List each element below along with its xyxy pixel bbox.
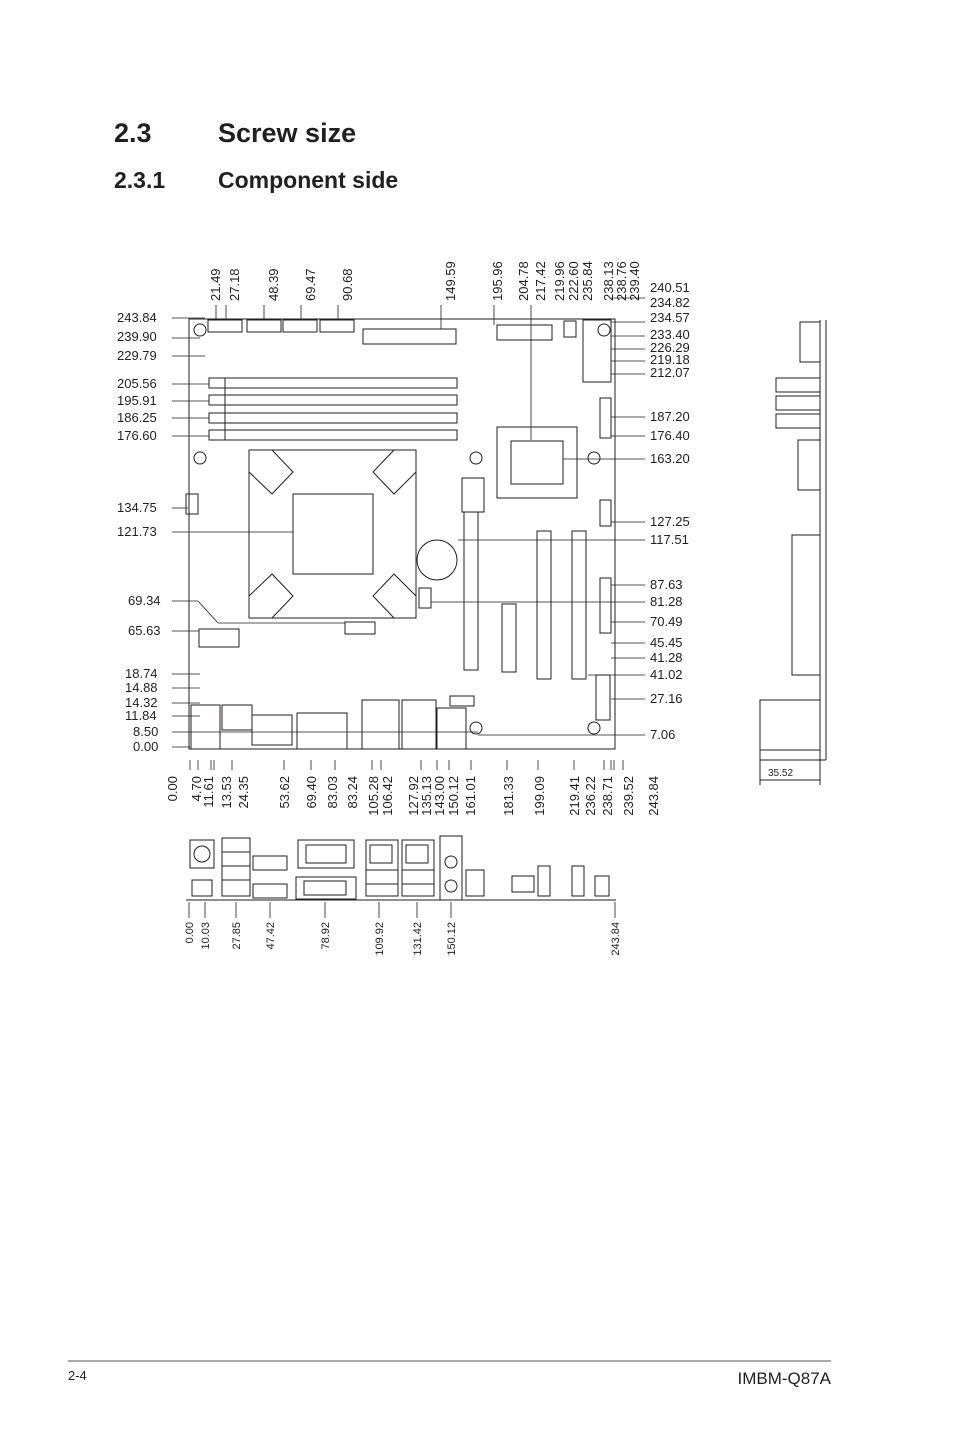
dim-label-left: 11.84 — [125, 708, 157, 723]
dim-label-right: 70.49 — [650, 614, 683, 629]
dim-label-bottom: 243.84 — [646, 776, 661, 816]
dim-label-right: 240.51 — [650, 280, 690, 295]
dim-label-right: 219.18 — [650, 352, 690, 367]
io-dim-label: 78.92 — [320, 922, 332, 950]
dim-label-left: 186.25 — [117, 410, 157, 425]
dim-label-top: 219.96 — [552, 261, 567, 301]
dim-label-left: 14.32 — [125, 695, 158, 710]
dim-label-left: 243.84 — [117, 310, 157, 325]
model-name: IMBM-Q87A — [737, 1369, 831, 1388]
dim-label-left: 8.50 — [133, 724, 158, 739]
dim-label-right: 87.63 — [650, 577, 683, 592]
dim-label-right: 127.25 — [650, 514, 690, 529]
dim-label-top: 69.47 — [303, 268, 318, 301]
dim-label-bottom: 238.71 — [600, 776, 615, 816]
dim-label-right: 81.28 — [650, 594, 683, 609]
dim-label-bottom: 181.33 — [501, 776, 516, 816]
dim-label-bottom: 105.28 — [366, 776, 381, 816]
dim-label-left: 229.79 — [117, 348, 157, 363]
dim-label-top: 235.84 — [580, 261, 595, 301]
subsection-heading: 2.3.1 Component side — [114, 167, 398, 194]
dim-label-top: 90.68 — [340, 268, 355, 301]
dim-label-right: 117.51 — [650, 532, 689, 547]
io-dim-label: 10.03 — [200, 922, 212, 950]
dim-label-left: 239.90 — [117, 329, 157, 344]
dim-label-right: 41.02 — [650, 667, 683, 682]
dim-label-right: 234.57 — [650, 310, 690, 325]
dim-label-right: 163.20 — [650, 451, 690, 466]
dim-label-bottom: 127.92 — [406, 776, 421, 816]
dim-label-top: 204.78 — [516, 261, 531, 301]
dim-label-right: 187.20 — [650, 409, 690, 424]
dim-label-top: 21.49 — [208, 268, 223, 301]
dim-label-right: 233.40 — [650, 327, 690, 342]
dim-label-bottom: 83.03 — [325, 776, 340, 809]
dim-label-bottom: 161.01 — [463, 776, 478, 816]
dim-label-bottom: 236.22 — [583, 776, 598, 816]
dim-label-top: 222.60 — [566, 261, 581, 301]
dim-label-right: 226.29 — [650, 340, 690, 355]
dim-label-bottom: 83.24 — [345, 776, 360, 809]
dim-label-left: 65.63 — [128, 623, 161, 638]
io-dim-label: 47.42 — [265, 922, 277, 950]
dim-label-bottom: 135.13 — [419, 776, 434, 816]
dim-label-left: 14.88 — [125, 680, 158, 695]
dim-label-right: 234.82 — [650, 295, 690, 310]
dim-label-left: 69.34 — [128, 593, 161, 608]
subsection-number: 2.3.1 — [114, 167, 166, 193]
dim-label-bottom: 219.41 — [567, 776, 582, 816]
io-dim-label: 243.84 — [610, 922, 622, 956]
section-title: Screw size — [218, 118, 357, 148]
dim-label-top: 27.18 — [227, 268, 242, 301]
dim-label-left: 195.91 — [117, 393, 157, 408]
dim-label-left: 121.73 — [117, 524, 157, 539]
dim-label-right: 27.16 — [650, 691, 683, 706]
dim-label-bottom: 239.52 — [621, 776, 636, 816]
dim-label-bottom: 69.40 — [304, 776, 319, 809]
io-dim-label: 27.85 — [231, 922, 243, 950]
dim-label-right: 45.45 — [650, 635, 683, 650]
dim-label-right: 7.06 — [650, 727, 675, 742]
dim-label-top: 238.13 — [601, 261, 616, 301]
dim-label-left: 176.60 — [117, 428, 157, 443]
dim-label-right: 212.07 — [650, 365, 690, 380]
dim-label-top: 239.40 — [627, 261, 642, 301]
dim-label-bottom: 106.42 — [380, 776, 395, 816]
dim-label-right: 41.28 — [650, 650, 683, 665]
dim-label-bottom: 24.35 — [236, 776, 251, 809]
dim-label-bottom: 11.61 — [201, 776, 216, 808]
dim-label-bottom: 4.70 — [189, 776, 204, 801]
rear-io-view — [186, 835, 616, 901]
dim-label-top: 238.76 — [614, 261, 629, 301]
dim-label-top: 217.42 — [533, 261, 548, 301]
dim-label-left: 134.75 — [117, 500, 157, 515]
io-dim-label: 109.92 — [374, 922, 386, 956]
dim-label-top: 48.39 — [266, 268, 281, 301]
dim-label-left: 0.00 — [133, 739, 158, 754]
dim-label-top: 149.59 — [443, 261, 458, 301]
dim-label-bottom: 199.09 — [532, 776, 547, 816]
page-number: 2-4 — [68, 1368, 87, 1383]
section-number: 2.3 — [114, 118, 152, 148]
dim-label-bottom: 0.00 — [165, 776, 180, 801]
dim-label-top: 195.96 — [490, 261, 505, 301]
dim-label-right: 176.40 — [650, 428, 690, 443]
footer-rule — [68, 1360, 831, 1362]
dim-label-left: 18.74 — [125, 666, 158, 681]
section-heading: 2.3 Screw size — [114, 118, 356, 149]
subsection-title: Component side — [218, 167, 399, 193]
dim-label-bottom: 53.62 — [277, 776, 292, 809]
dim-label-bottom: 150.12 — [446, 776, 461, 816]
side-dim-label: 35.52 — [768, 768, 793, 779]
dim-label-bottom: 13.53 — [219, 776, 234, 809]
io-dim-label: 150.12 — [446, 922, 458, 956]
io-dim-label: 0.00 — [184, 922, 196, 943]
dim-label-bottom: 143.00 — [432, 776, 447, 816]
side-view — [759, 320, 827, 785]
io-dim-label: 131.42 — [412, 922, 424, 956]
dim-label-left: 205.56 — [117, 376, 157, 391]
